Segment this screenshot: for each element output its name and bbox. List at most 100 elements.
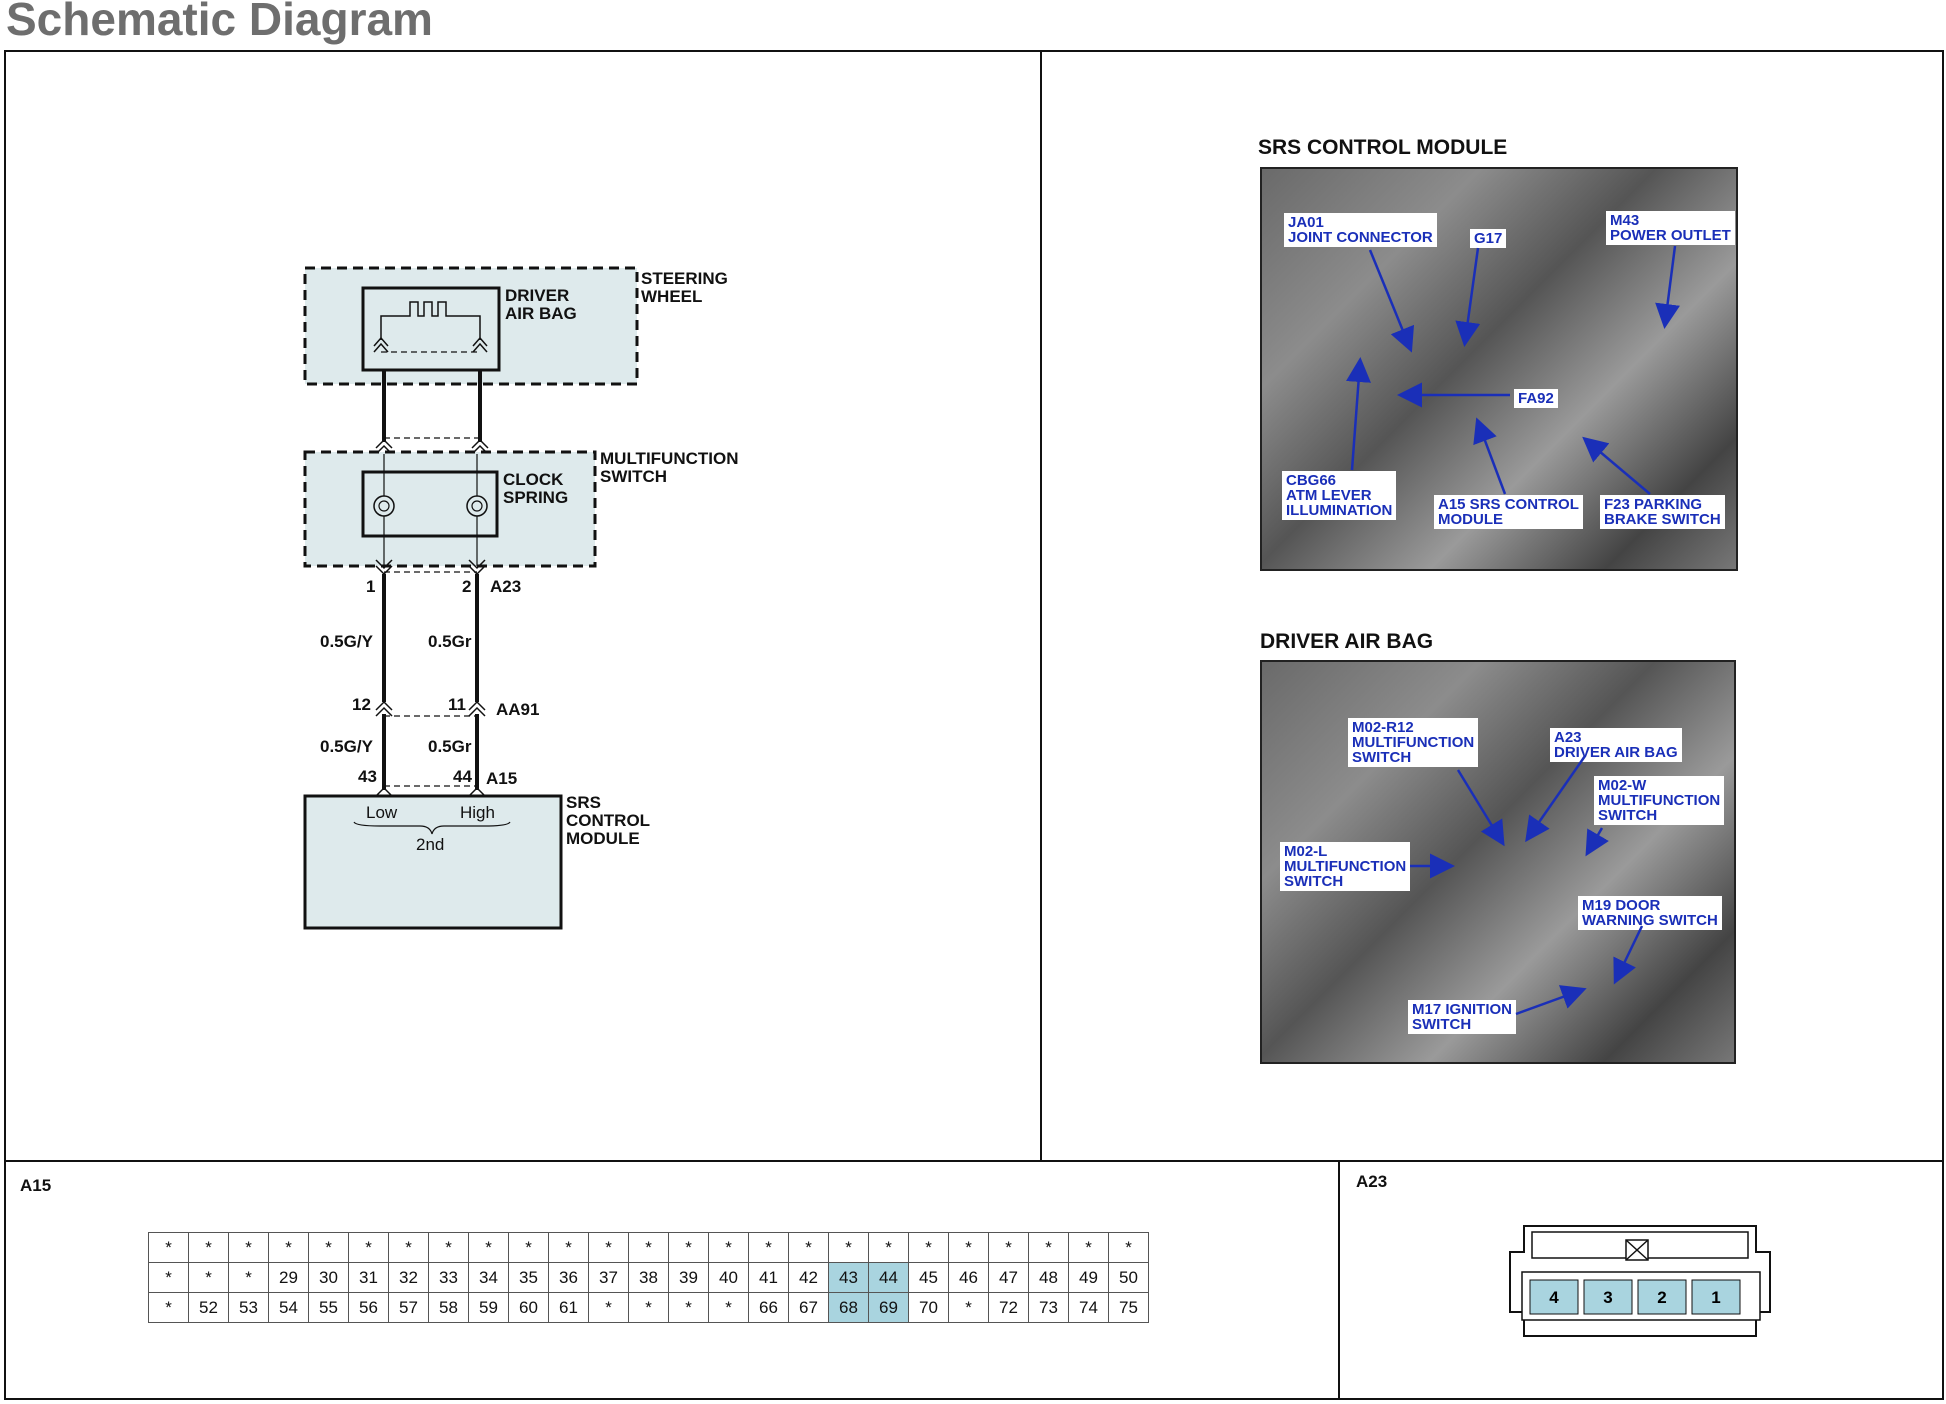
pin-74: 74 [1068, 1292, 1109, 1323]
callout-cbg66: CBG66 ATM LEVER ILLUMINATION [1282, 471, 1397, 520]
a23-pin-3 [1583, 1279, 1633, 1315]
pin-empty: * [428, 1232, 469, 1263]
pin-38: 38 [628, 1262, 669, 1293]
pin-33: 33 [428, 1262, 469, 1293]
pin-empty: * [908, 1232, 949, 1263]
wire-right-upper-label: 0.5Gr [428, 632, 472, 651]
pin-11-label: 11 [448, 695, 466, 714]
pin-59: 59 [468, 1292, 509, 1323]
connector-a15-title: A15 [20, 1176, 52, 1195]
a23-pin-label: 2 [1657, 1288, 1666, 1307]
pin-empty: * [1028, 1232, 1069, 1263]
callout-m43: M43 POWER OUTLET [1606, 211, 1735, 245]
squib-symbol [380, 301, 481, 340]
connector-aa91-label: AA91 [496, 700, 539, 719]
connector-a23-title: A23 [1356, 1172, 1388, 1191]
wire-left-lower-label: 0.5G/Y [320, 737, 374, 756]
driver-air-bag-photo: M02-R12 MULTIFUNCTION SWITCH A23 DRIVER … [1260, 660, 1736, 1064]
callout-m17: M17 IGNITION SWITCH [1408, 1000, 1517, 1034]
pin-empty: * [148, 1262, 189, 1293]
callout-m02-w: M02-W MULTIFUNCTION SWITCH [1594, 776, 1725, 825]
pin-empty: * [948, 1292, 989, 1323]
pin-58: 58 [428, 1292, 469, 1323]
pin-30: 30 [308, 1262, 349, 1293]
pin-69: 69 [868, 1292, 909, 1323]
callout-m02-r12: M02-R12 MULTIFUNCTION SWITCH [1348, 718, 1479, 767]
pin-empty: * [668, 1292, 709, 1323]
pin-empty: * [188, 1232, 229, 1263]
pin-32: 32 [388, 1262, 429, 1293]
pin-empty: * [628, 1232, 669, 1263]
pin-45: 45 [908, 1262, 949, 1293]
pin-empty: * [548, 1232, 589, 1263]
pin-empty: * [228, 1262, 269, 1293]
pin-empty: * [388, 1232, 429, 1263]
pin-empty: * [228, 1232, 269, 1263]
pin-35: 35 [508, 1262, 549, 1293]
pin-12-label: 12 [352, 695, 371, 714]
pin-empty: * [828, 1232, 869, 1263]
srs-control-module-photo: JA01 JOINT CONNECTOR G17 M43 POWER OUTLE… [1260, 167, 1738, 571]
pin-empty: * [748, 1232, 789, 1263]
a23-pin-4 [1529, 1279, 1579, 1315]
callout-g17: G17 [1470, 229, 1507, 248]
wire-right-lower-label: 0.5Gr [428, 737, 472, 756]
pin-36: 36 [548, 1262, 589, 1293]
pin-empty: * [948, 1232, 989, 1263]
pin-empty: * [268, 1232, 309, 1263]
pin-empty: * [988, 1232, 1029, 1263]
wire-left-upper-label: 0.5G/Y [320, 632, 374, 651]
pin-46: 46 [948, 1262, 989, 1293]
pin-empty: * [468, 1232, 509, 1263]
pin-41: 41 [748, 1262, 789, 1293]
low-label: Low [366, 803, 398, 822]
a23-pin-2 [1637, 1279, 1687, 1315]
pin-empty: * [628, 1292, 669, 1323]
pin-29: 29 [268, 1262, 309, 1293]
pin-54: 54 [268, 1292, 309, 1323]
pin-61: 61 [548, 1292, 589, 1323]
callout-a23: A23 DRIVER AIR BAG [1550, 728, 1682, 762]
driver-air-bag-box [361, 286, 501, 372]
pin-42: 42 [788, 1262, 829, 1293]
srs-photo-title: SRS CONTROL MODULE [1258, 136, 1508, 159]
pin-44-label: 44 [453, 767, 472, 786]
connector-a15-label: A15 [486, 769, 517, 788]
pin-empty: * [148, 1292, 189, 1323]
pin-1-label: 1 [366, 577, 375, 596]
pin-2-label: 2 [462, 577, 471, 596]
pin-53: 53 [228, 1292, 269, 1323]
second-label: 2nd [416, 835, 444, 854]
pin-52: 52 [188, 1292, 229, 1323]
callout-ja01: JA01 JOINT CONNECTOR [1284, 213, 1437, 247]
connector-a23-panel [1338, 1160, 1944, 1400]
pin-57: 57 [388, 1292, 429, 1323]
pin-56: 56 [348, 1292, 389, 1323]
pin-49: 49 [1068, 1262, 1109, 1293]
pin-empty: * [348, 1232, 389, 1263]
callout-f23: F23 PARKING BRAKE SWITCH [1600, 495, 1725, 529]
pin-47: 47 [988, 1262, 1029, 1293]
pin-48: 48 [1028, 1262, 1069, 1293]
pin-43-label: 43 [358, 767, 377, 786]
clock-spring-box [361, 470, 499, 538]
pin-empty: * [868, 1232, 909, 1263]
pin-empty: * [668, 1232, 709, 1263]
pin-44: 44 [868, 1262, 909, 1293]
pin-empty: * [148, 1232, 189, 1263]
dab-photo-title: DRIVER AIR BAG [1260, 630, 1434, 653]
bracket [353, 821, 511, 835]
srs-control-module-box [303, 794, 563, 930]
pin-67: 67 [788, 1292, 829, 1323]
callout-a15: A15 SRS CONTROL MODULE [1434, 495, 1583, 529]
pin-31: 31 [348, 1262, 389, 1293]
pin-39: 39 [668, 1262, 709, 1293]
pin-empty: * [508, 1232, 549, 1263]
a23-pin-1 [1691, 1279, 1741, 1315]
